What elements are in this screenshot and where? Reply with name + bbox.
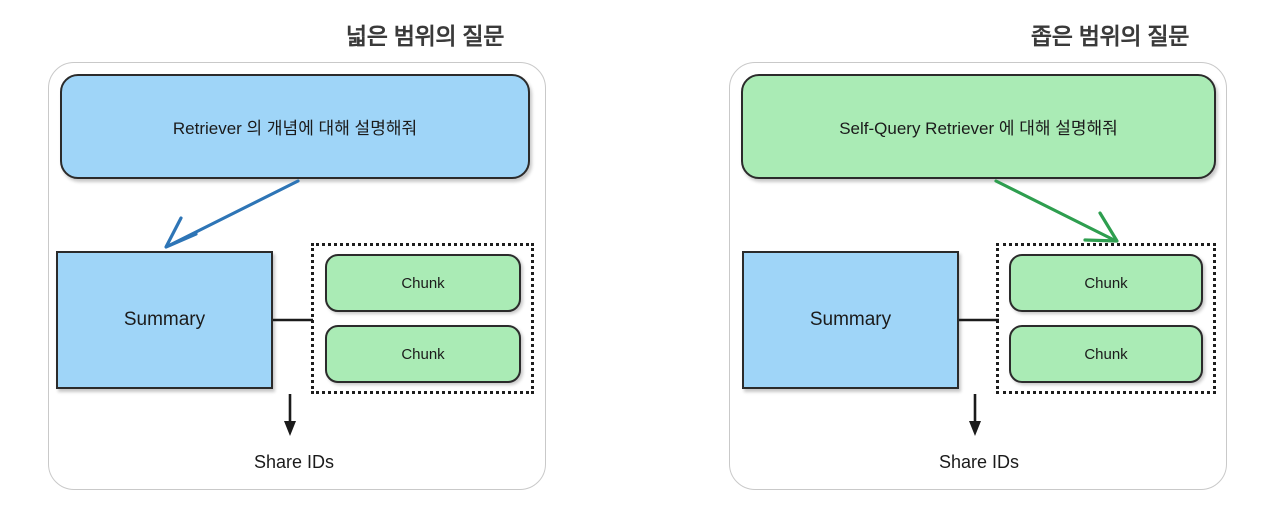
question-box-broad[interactable]: Retriever 의 개념에 대해 설명해줘	[60, 74, 530, 179]
question-box-narrow[interactable]: Self-Query Retriever 에 대해 설명해줘	[741, 74, 1216, 179]
chunk-box[interactable]: Chunk	[1009, 325, 1203, 383]
chunk-group-broad	[311, 243, 534, 394]
panel-title-narrow: 좁은 범위의 질문	[1030, 23, 1190, 49]
chunk-box[interactable]: Chunk	[325, 254, 521, 312]
chunk-group-narrow	[996, 243, 1216, 394]
chunk-box[interactable]: Chunk	[1009, 254, 1203, 312]
summary-box-broad[interactable]: Summary	[56, 251, 273, 389]
summary-box-narrow[interactable]: Summary	[742, 251, 959, 389]
chunk-box[interactable]: Chunk	[325, 325, 521, 383]
panel-title-broad: 넓은 범위의 질문	[345, 23, 505, 49]
output-label-narrow: Share IDs	[938, 452, 1020, 472]
output-label-broad: Share IDs	[253, 452, 335, 472]
